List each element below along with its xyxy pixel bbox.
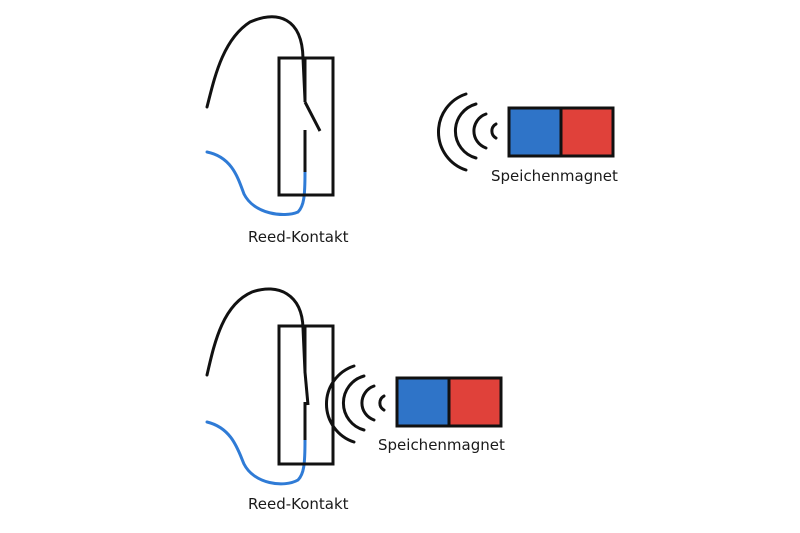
magnet-label: Speichenmagnet	[378, 436, 505, 454]
magnet-north-pole	[395, 376, 451, 428]
black-wire	[205, 287, 307, 377]
reed-contact-blade-open	[303, 101, 322, 132]
reed-contact-label: Reed-Kontakt	[248, 495, 349, 513]
panel-closed	[205, 287, 503, 486]
magnet-south-pole	[559, 106, 615, 158]
magnetic-field-waves-icon	[436, 92, 498, 172]
reed-contact-blade-closed	[303, 371, 310, 406]
magnetic-field-waves-icon	[324, 364, 386, 444]
black-wire	[205, 15, 307, 109]
magnet-label: Speichenmagnet	[491, 167, 618, 185]
magnet-north-pole	[507, 106, 563, 158]
reed-contact-label: Reed-Kontakt	[248, 228, 349, 246]
magnet-south-pole	[447, 376, 503, 428]
panel-open	[205, 15, 615, 216]
blue-wire	[205, 150, 307, 216]
blue-wire	[205, 420, 307, 486]
